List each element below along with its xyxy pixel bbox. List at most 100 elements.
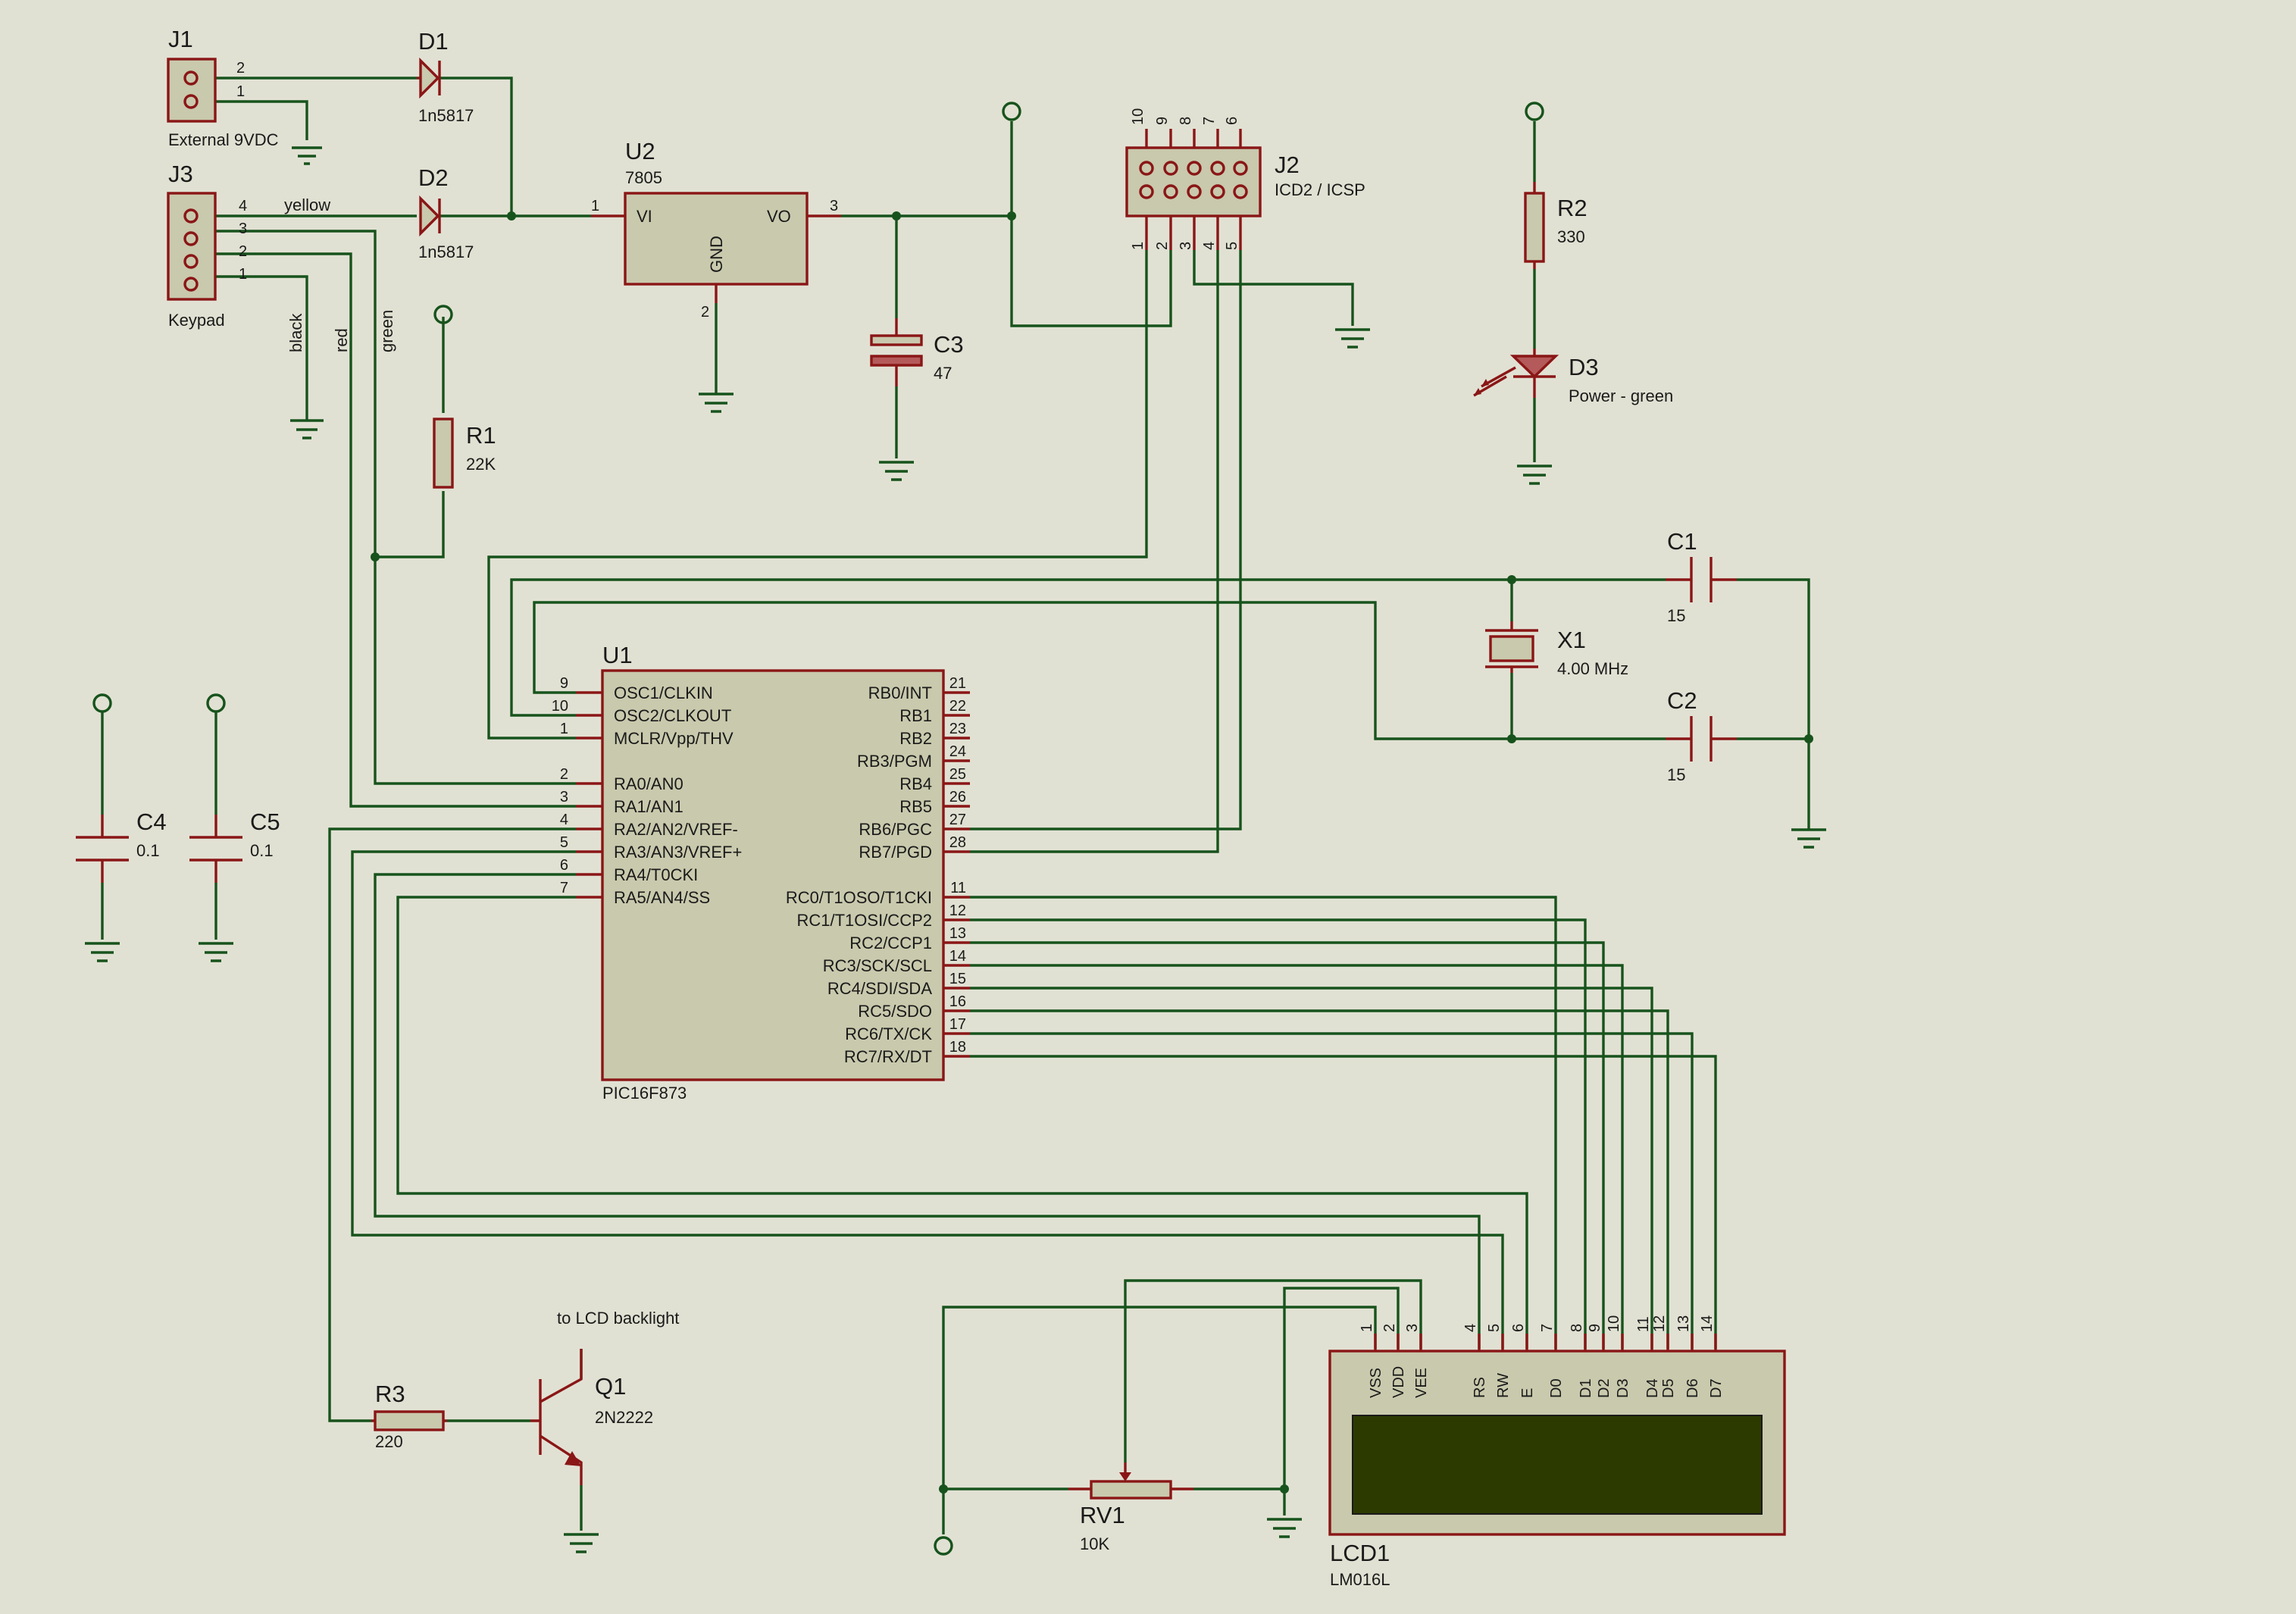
lcd-pin-number: 1 xyxy=(1359,1324,1375,1332)
ground-icon xyxy=(1335,328,1370,349)
u1-pin-name: RC7/RX/DT xyxy=(844,1047,932,1066)
ground-icon xyxy=(1267,1518,1302,1538)
u1-pin-number: 18 xyxy=(949,1039,966,1056)
j2-pin2: 2 xyxy=(1154,242,1171,250)
u1-pin-number: 2 xyxy=(560,766,568,783)
r1-value: 22K xyxy=(466,455,496,474)
connector-j2: J2 ICD2 / ICSP 10 9 8 7 6 1 2 3 4 5 xyxy=(1125,108,1365,250)
u1-pin-name: RB6/PGC xyxy=(859,820,932,839)
ground-icon xyxy=(290,419,324,439)
lcd-pin-number: 5 xyxy=(1486,1324,1503,1332)
lcd-pin-name: D1 xyxy=(1578,1378,1594,1398)
u1-pin-number: 28 xyxy=(949,834,966,851)
u1-pin-number: 5 xyxy=(560,834,568,851)
u1-pin-number: 14 xyxy=(949,948,966,965)
capacitor-c3: C3 47 xyxy=(870,318,964,386)
u1-pin-number: 7 xyxy=(560,880,568,896)
j2-pin6: 6 xyxy=(1224,117,1240,125)
c4-value: 0.1 xyxy=(136,841,160,860)
diode-d1: D1 1n5817 xyxy=(417,28,474,125)
lcd-pin-name: VDD xyxy=(1390,1366,1407,1398)
j2-ref: J2 xyxy=(1275,152,1300,178)
u1-pin-name: RB1 xyxy=(899,706,932,725)
lcd-pin-name: RS xyxy=(1472,1377,1488,1398)
u1-pin-number: 24 xyxy=(949,743,966,760)
led-d3: D3 Power - green xyxy=(1473,349,1673,405)
rv1-ref: RV1 xyxy=(1080,1502,1125,1528)
j1-pin2: 2 xyxy=(236,60,245,77)
r3-ref: R3 xyxy=(375,1381,405,1407)
u1-pin-name: RB4 xyxy=(899,774,932,793)
u1-pin-name: RC1/T1OSI/CCP2 xyxy=(797,911,933,930)
u1-pin-number: 6 xyxy=(560,857,568,874)
lcd-pin-name: RW xyxy=(1495,1373,1512,1398)
u1-pin-number: 10 xyxy=(552,698,568,715)
crystal-x1: X1 4.00 MHz xyxy=(1485,621,1628,678)
u1-pin-number: 3 xyxy=(560,789,568,805)
j3-pin4: 4 xyxy=(239,198,247,214)
capacitor-c1: C1 15 xyxy=(1666,528,1737,625)
u1-pin-name: RA2/AN2/VREF- xyxy=(614,820,738,839)
lcd-pin-number: 7 xyxy=(1539,1324,1556,1332)
u1-pin-name: RC5/SDO xyxy=(858,1002,932,1021)
rv1-value: 10K xyxy=(1080,1534,1109,1553)
ground-icon xyxy=(1517,464,1552,485)
wire-black-label: black xyxy=(286,313,305,352)
wire-yellow-label: yellow xyxy=(284,195,330,214)
diode-d2: D2 1n5817 xyxy=(418,164,474,261)
r2-ref: R2 xyxy=(1557,195,1587,221)
q1-note: to LCD backlight xyxy=(557,1309,679,1328)
u1-pin-number: 12 xyxy=(949,902,966,919)
d1-ref: D1 xyxy=(418,28,449,55)
vcc-terminal xyxy=(433,305,453,324)
j3-ref: J3 xyxy=(168,161,193,187)
u1-pin-number: 22 xyxy=(949,698,966,715)
d2-value: 1n5817 xyxy=(418,242,474,261)
lcd-pin-name: D2 xyxy=(1596,1378,1613,1398)
lcd-pin-name: D3 xyxy=(1615,1378,1631,1398)
lcd-pin-number: 14 xyxy=(1699,1315,1716,1332)
u1-pin-number: 11 xyxy=(950,880,966,896)
j2-pin5: 5 xyxy=(1224,242,1240,250)
u1-pin-number: 15 xyxy=(949,971,966,987)
resistor-r1: R1 22K xyxy=(433,418,496,489)
d3-ref: D3 xyxy=(1569,354,1599,380)
ground-icon xyxy=(85,942,120,962)
lcd-pin-number: 4 xyxy=(1462,1324,1479,1332)
ground-icon xyxy=(564,1533,599,1553)
u1-pin-number: 1 xyxy=(560,721,568,737)
ground-icon xyxy=(699,393,734,413)
c2-value: 15 xyxy=(1667,765,1685,784)
ground-icon xyxy=(879,461,914,481)
lcd-pin-number: 6 xyxy=(1510,1324,1527,1332)
j3-pin2: 2 xyxy=(239,243,247,260)
potentiometer-rv1: RV1 10K xyxy=(1068,1462,1193,1553)
junctions xyxy=(371,211,1813,1494)
c1-value: 15 xyxy=(1667,606,1685,625)
q1-ref: Q1 xyxy=(595,1373,626,1400)
ground-icon xyxy=(199,942,233,962)
u2-vo: VO xyxy=(767,207,791,226)
j3-pin1: 1 xyxy=(239,266,247,283)
connector-j3: J3 Keypad 4 3 2 1 yellow black red green xyxy=(167,161,396,352)
resistor-r2: R2 330 xyxy=(1524,182,1587,269)
d3-value: Power - green xyxy=(1569,386,1673,405)
u1-ref: U1 xyxy=(602,642,633,668)
j1-pin1: 1 xyxy=(236,83,245,100)
capacitor-c5: C5 0.1 xyxy=(189,809,280,883)
u1-pin-number: 4 xyxy=(560,812,568,828)
u1-pin-name: MCLR/Vpp/THV xyxy=(614,729,734,748)
j2-pin3: 3 xyxy=(1178,242,1194,250)
lcd1-ref: LCD1 xyxy=(1330,1540,1390,1566)
vcc-terminal xyxy=(92,693,112,713)
u1-pin-number: 25 xyxy=(949,766,966,783)
u2-pin1: 1 xyxy=(591,198,599,214)
lcd1-value: LM016L xyxy=(1330,1570,1390,1589)
c5-ref: C5 xyxy=(250,809,280,835)
lcd-pin-number: 8 xyxy=(1569,1324,1585,1332)
j2-pin9: 9 xyxy=(1154,117,1171,125)
x1-value: 4.00 MHz xyxy=(1557,659,1628,678)
vcc-terminal xyxy=(1002,102,1021,121)
